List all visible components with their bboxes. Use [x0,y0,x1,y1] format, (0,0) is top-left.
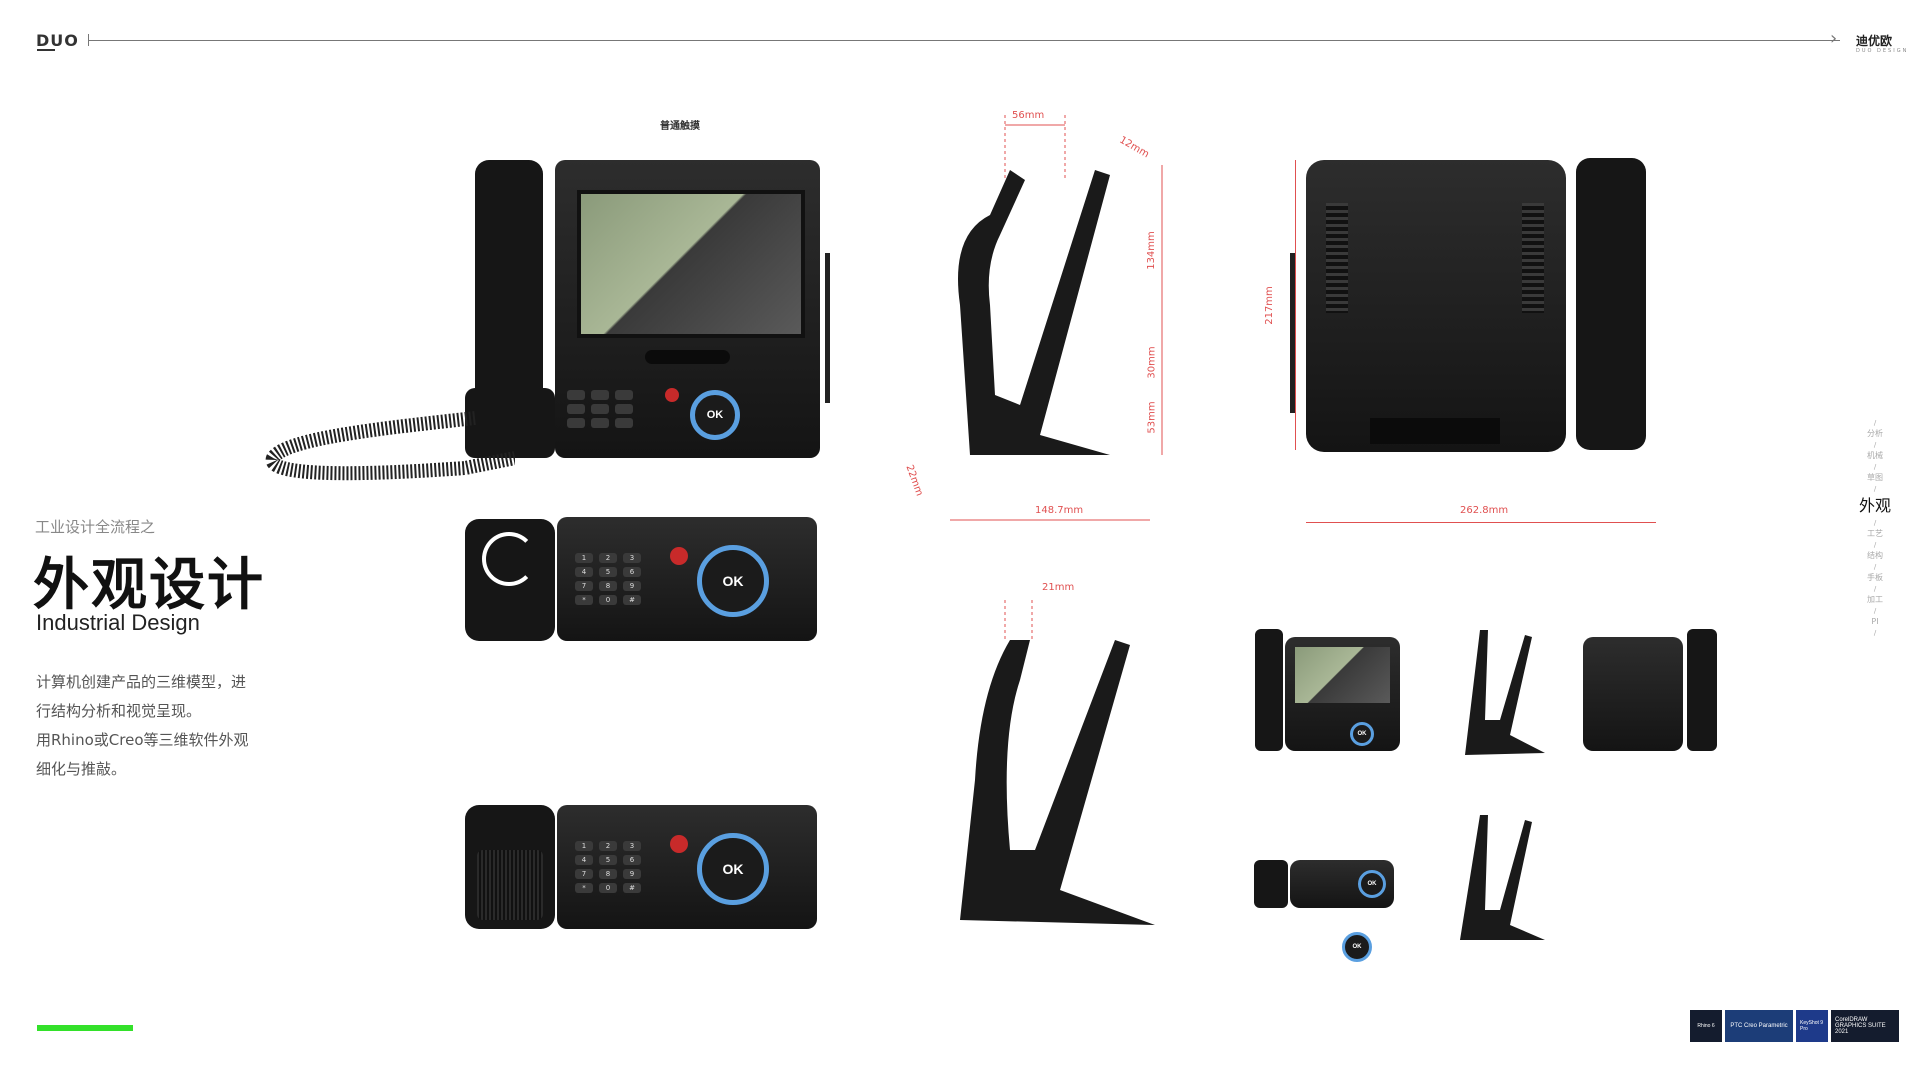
red-button [665,388,679,402]
phone-top-body-alt [557,805,817,929]
dimension-label: 217mm [1263,286,1275,325]
section-subtitle: 工业设计全流程之 [35,518,156,536]
coreldraw-logo: CorelDRAW GRAPHICS SUITE 2021 [1831,1010,1899,1042]
header-rule [88,40,1840,41]
dimension-line [1295,160,1296,450]
coiled-cord [265,411,515,481]
ok-button: OK [690,390,740,440]
thumbnail-back [1575,625,1725,755]
back-vent-right [1522,203,1544,313]
brand-logo-underline [37,49,55,51]
page-title-english: Industrial Design [36,610,200,635]
page-title: 外观设计 [33,553,265,618]
dimension-line [1306,522,1656,523]
thumbnail-side [1465,630,1545,755]
dimension-label: 56mm [1012,110,1045,121]
nav-item-pi[interactable]: PI [1871,617,1879,626]
back-slot [1370,418,1500,444]
process-nav: / 分析 / 机械 / 草图 / 外观 / 工艺 / 结构 / 手板 / 加工 … [1850,418,1900,638]
thumbnail-top-dims: OK OK [1250,840,1410,962]
dimension-label: 53mm [1146,401,1158,434]
side-view-drawing [950,115,1163,521]
accent-bar [37,1025,133,1031]
side-view-drawing-2 [960,600,1155,925]
software-logos: Rhino 6 PTC Creo Parametric KeyShot 9 Pr… [1690,1010,1899,1042]
handset-cradle [465,388,555,458]
red-button [670,835,688,853]
phone-speaker-bar [645,350,730,364]
dimension-label: 30mm [1146,346,1158,379]
back-stylus [1290,253,1296,413]
nav-item-craft[interactable]: 工艺 [1867,529,1883,538]
description-line: 细化与推敲。 [36,760,127,778]
view-label: 普通触摸 [660,121,700,132]
company-logo-sub: DUO DESIGN [1856,48,1909,54]
nav-item-processing[interactable]: 加工 [1867,595,1883,604]
description-line: 用Rhino或Creo等三维软件外观 [36,731,249,749]
creo-logo: PTC Creo Parametric [1725,1010,1793,1042]
back-vent-left [1326,203,1348,313]
handset [475,160,543,420]
back-handset [1576,158,1646,450]
nav-item-appearance[interactable]: 外观 [1858,496,1891,515]
dimension-label: 262.8mm [1460,505,1509,516]
phone-back-view [1290,158,1660,458]
speaker-grille [477,850,543,920]
ok-button: OK [697,545,769,617]
ok-button: OK [697,833,769,905]
phone-screen [577,190,805,338]
description: 计算机创建产品的三维模型，进 行结构分析和视觉呈现。 用Rhino或Creo等三… [36,668,276,784]
phone-keypad [567,390,633,428]
brand-logo: DUO [36,31,79,50]
nav-item-analysis[interactable]: 分析 [1867,429,1883,438]
phone-front-view: OK [265,158,830,488]
handset-ring [482,532,536,586]
company-logo: 迪优欧 [1856,34,1893,48]
nav-item-mechanical[interactable]: 机械 [1867,451,1883,460]
phone-top-body [557,517,817,641]
description-line: 计算机创建产品的三维模型，进 [36,673,247,691]
description-line: 行结构分析和视觉呈现。 [36,702,202,720]
dimension-label: 134mm [1145,231,1157,270]
dimension-label: 21mm [1042,582,1075,593]
stylus [825,253,830,403]
red-button [670,547,688,565]
chevron-right-icon: › [1830,28,1838,49]
nav-item-structure[interactable]: 结构 [1867,551,1883,560]
rhino-logo: Rhino 6 [1690,1010,1722,1042]
thumbnail-side-dims [1460,815,1545,940]
nav-item-prototype[interactable]: 手板 [1867,573,1883,582]
dimension-label: 148.7mm [1035,505,1084,516]
nav-item-sketch[interactable]: 草图 [1867,473,1883,482]
thumbnail-front: OK [1170,625,1405,755]
keyshot-logo: KeyShot 9 Pro [1796,1010,1828,1042]
